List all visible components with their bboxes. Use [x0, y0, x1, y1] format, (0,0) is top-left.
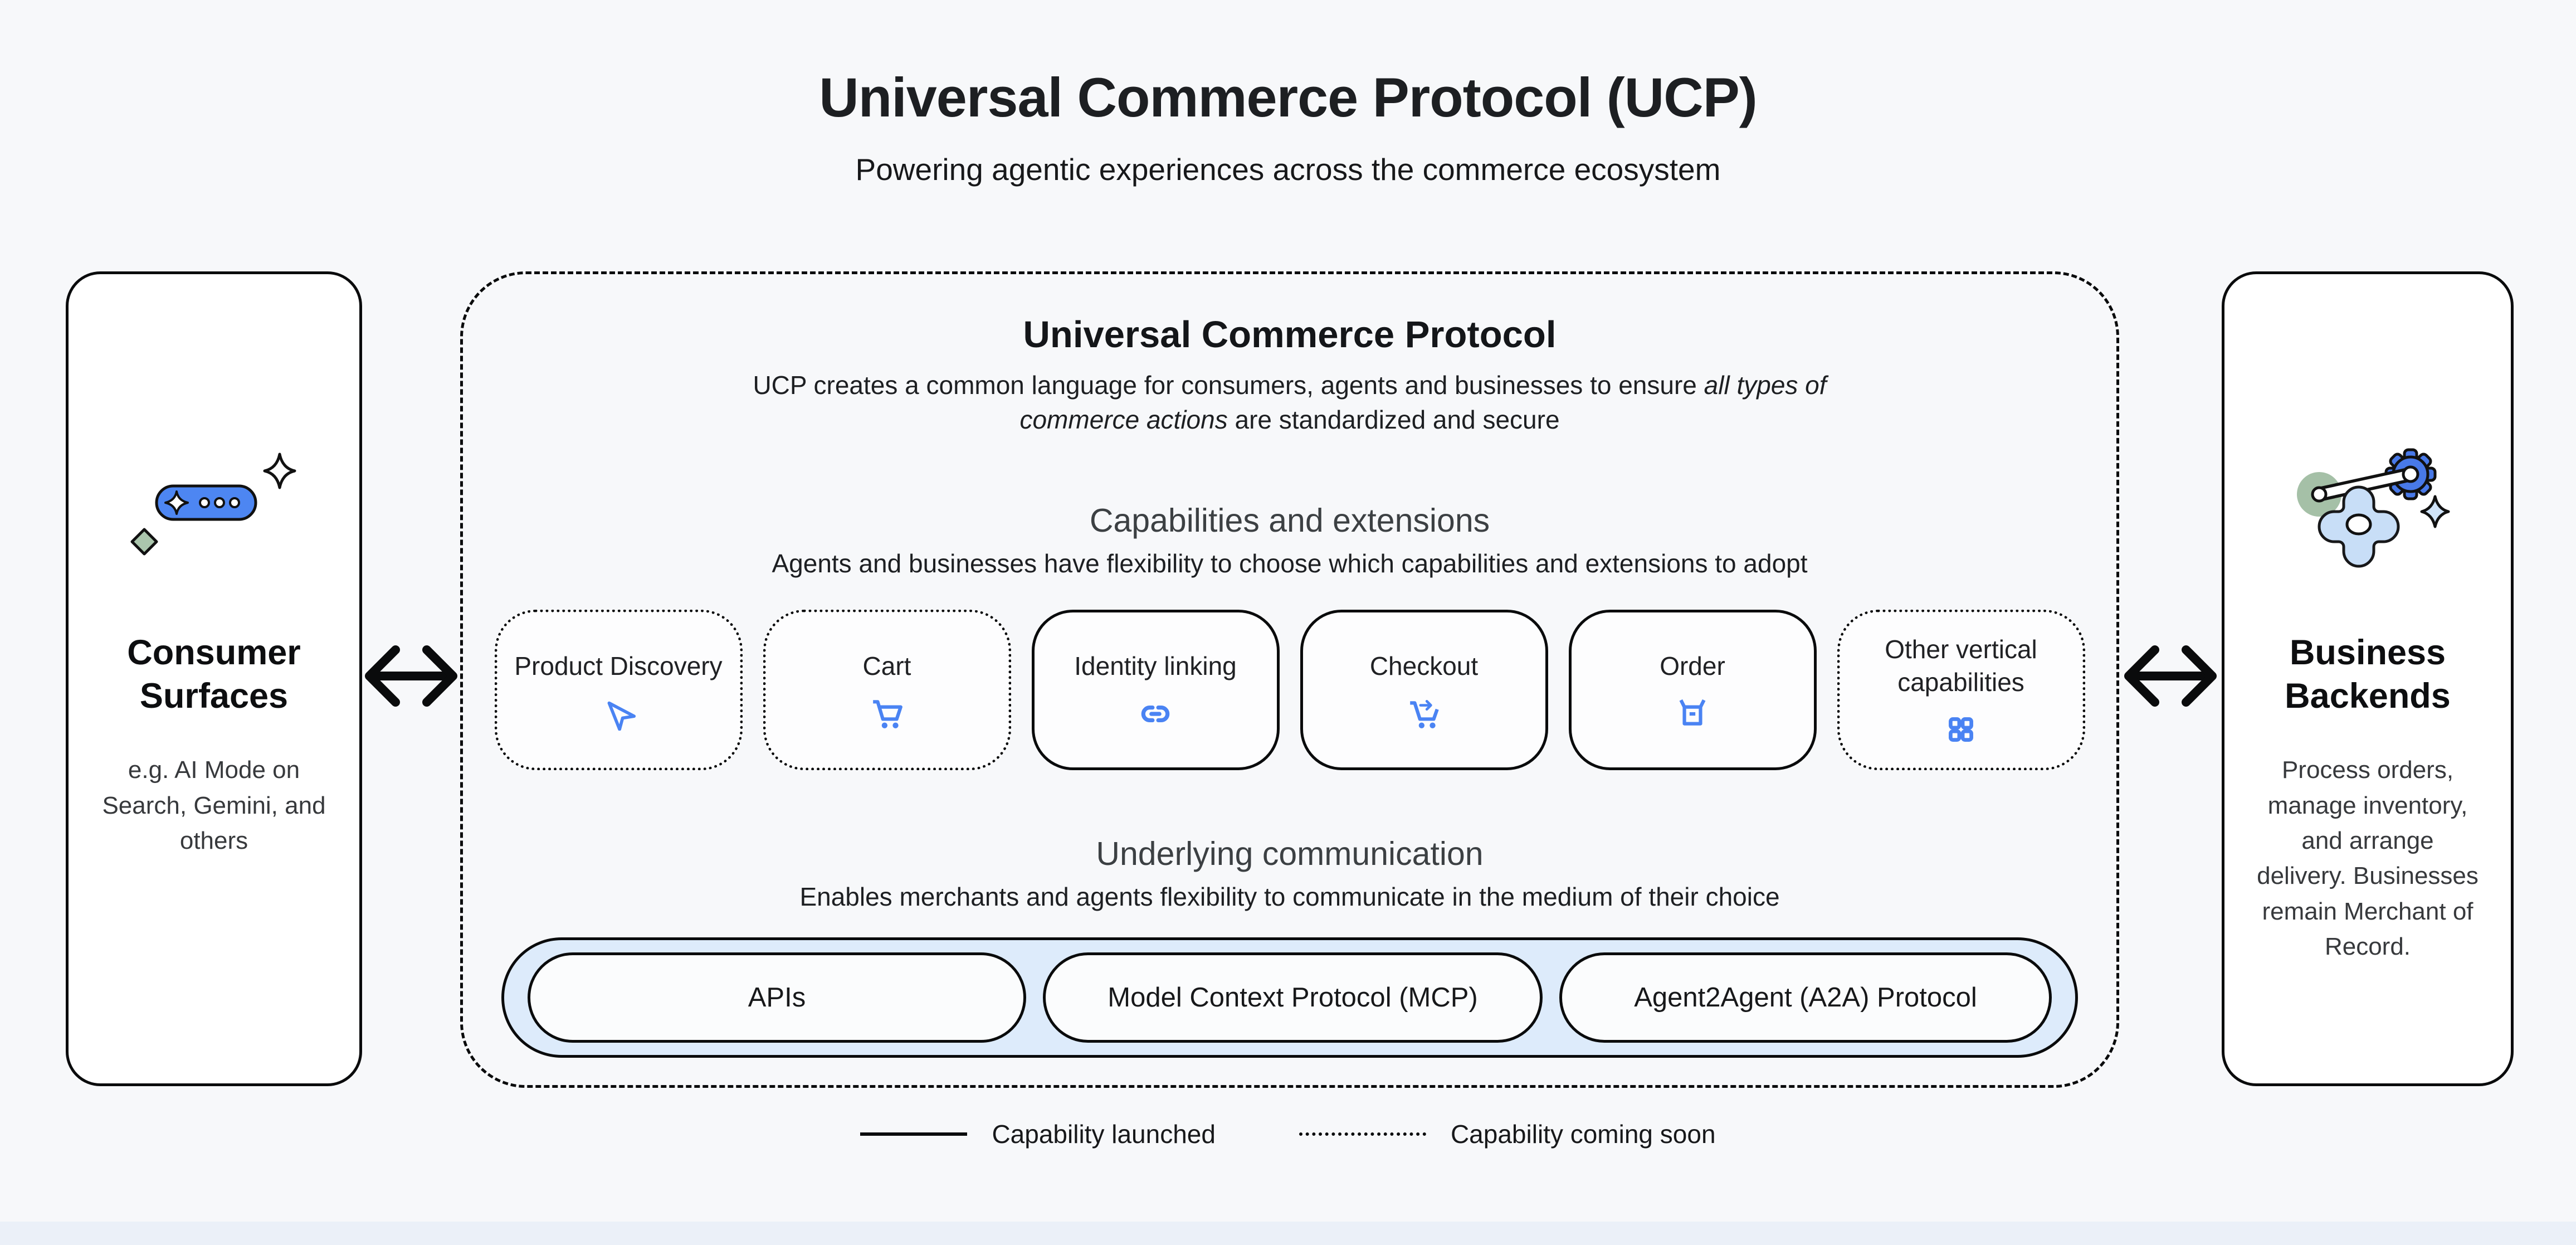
ucp-desc-italic-2: commerce actions	[1019, 405, 1228, 434]
ucp-container: Universal Commerce Protocol UCP creates …	[460, 271, 2119, 1088]
consumer-surfaces-title: Consumer Surfaces	[127, 633, 301, 716]
business-backends-description: Process orders, manage inventory, and ar…	[2257, 756, 2479, 961]
capabilities-section-subtitle: Agents and businesses have flexibility t…	[772, 549, 1808, 578]
capability-card-label: Identity linking	[1074, 651, 1237, 680]
capability-card-identity-linking: Identity linking	[1031, 610, 1280, 771]
dotted-line-icon	[1299, 1132, 1426, 1136]
ucp-desc-text-1: UCP creates a common language for consum…	[753, 371, 1704, 400]
shopping-cart-icon	[870, 696, 904, 731]
ai-chat-pill-icon	[122, 441, 306, 570]
capability-card-checkout: Checkout	[1300, 610, 1548, 771]
communication-bar: APIs Model Context Protocol (MCP) Agent2…	[501, 937, 2078, 1058]
protocol-pill-apis: APIs	[528, 952, 1026, 1043]
cart-checkout-icon	[1407, 696, 1441, 731]
legend-item-launched: Capability launched	[860, 1119, 1216, 1149]
legend-coming-soon-label: Capability coming soon	[1450, 1120, 1716, 1149]
capability-card-cart: Cart	[763, 610, 1011, 771]
consumer-surfaces-description: e.g. AI Mode on Search, Gemini, and othe…	[102, 756, 326, 854]
protocol-pill-a2a: Agent2Agent (A2A) Protocol	[1559, 952, 2052, 1043]
communication-section-subtitle: Enables merchants and agents flexibility…	[799, 882, 1780, 912]
capability-card-label: Order	[1660, 651, 1725, 680]
left-double-arrow-icon	[365, 645, 457, 707]
navigation-arrow-icon	[601, 696, 636, 731]
consumer-surfaces-box: Consumer Surfaces e.g. AI Mode on Search…	[66, 271, 362, 1086]
page-title: Universal Commerce Protocol (UCP)	[819, 66, 1757, 128]
protocol-pill-mcp: Model Context Protocol (MCP)	[1043, 952, 1543, 1043]
communication-section-title: Underlying communication	[1096, 835, 1484, 873]
bottom-strip	[0, 1222, 2576, 1245]
business-backends-title: Business Backends	[2285, 633, 2451, 716]
page-subtitle: Powering agentic experiences across the …	[855, 152, 1721, 187]
ucp-description-line2: commerce actions are standardized and se…	[1019, 405, 1559, 434]
ucp-desc-italic-1: all types of	[1704, 371, 1827, 400]
capability-card-label: Other vertical capabilities	[1885, 635, 2037, 697]
legend-item-coming-soon: Capability coming soon	[1299, 1119, 1716, 1149]
business-backends-box: Business Backends Process orders, manage…	[2222, 271, 2514, 1086]
link-icon	[1138, 696, 1173, 731]
legend: Capability launched Capability coming so…	[0, 1119, 2576, 1149]
capability-card-other-vertical: Other vertical capabilities	[1837, 610, 2085, 771]
ucp-description: UCP creates a common language for consum…	[753, 368, 1826, 437]
right-double-arrow-icon	[2124, 645, 2217, 707]
grid-icon	[1944, 712, 1978, 747]
capability-card-label: Checkout	[1369, 651, 1479, 680]
ucp-title: Universal Commerce Protocol	[1023, 314, 1557, 356]
legend-launched-label: Capability launched	[992, 1120, 1216, 1149]
page-header: Universal Commerce Protocol (UCP) Poweri…	[0, 66, 2576, 187]
ucp-desc-text-2: are standardized and secure	[1227, 405, 1560, 434]
capability-card-order: Order	[1568, 610, 1817, 771]
capability-card-label: Product Discovery	[514, 651, 723, 680]
capability-card-label: Cart	[862, 651, 911, 680]
capability-card-product-discovery: Product Discovery	[494, 610, 743, 771]
solid-line-icon	[860, 1132, 968, 1136]
open-box-icon	[1675, 696, 1710, 731]
capabilities-section-title: Capabilities and extensions	[1089, 502, 1490, 539]
gears-icon	[2281, 441, 2454, 570]
capability-cards-row: Product Discovery Cart Identity linking	[494, 610, 2085, 771]
ucp-description-line1: UCP creates a common language for consum…	[753, 371, 1826, 400]
